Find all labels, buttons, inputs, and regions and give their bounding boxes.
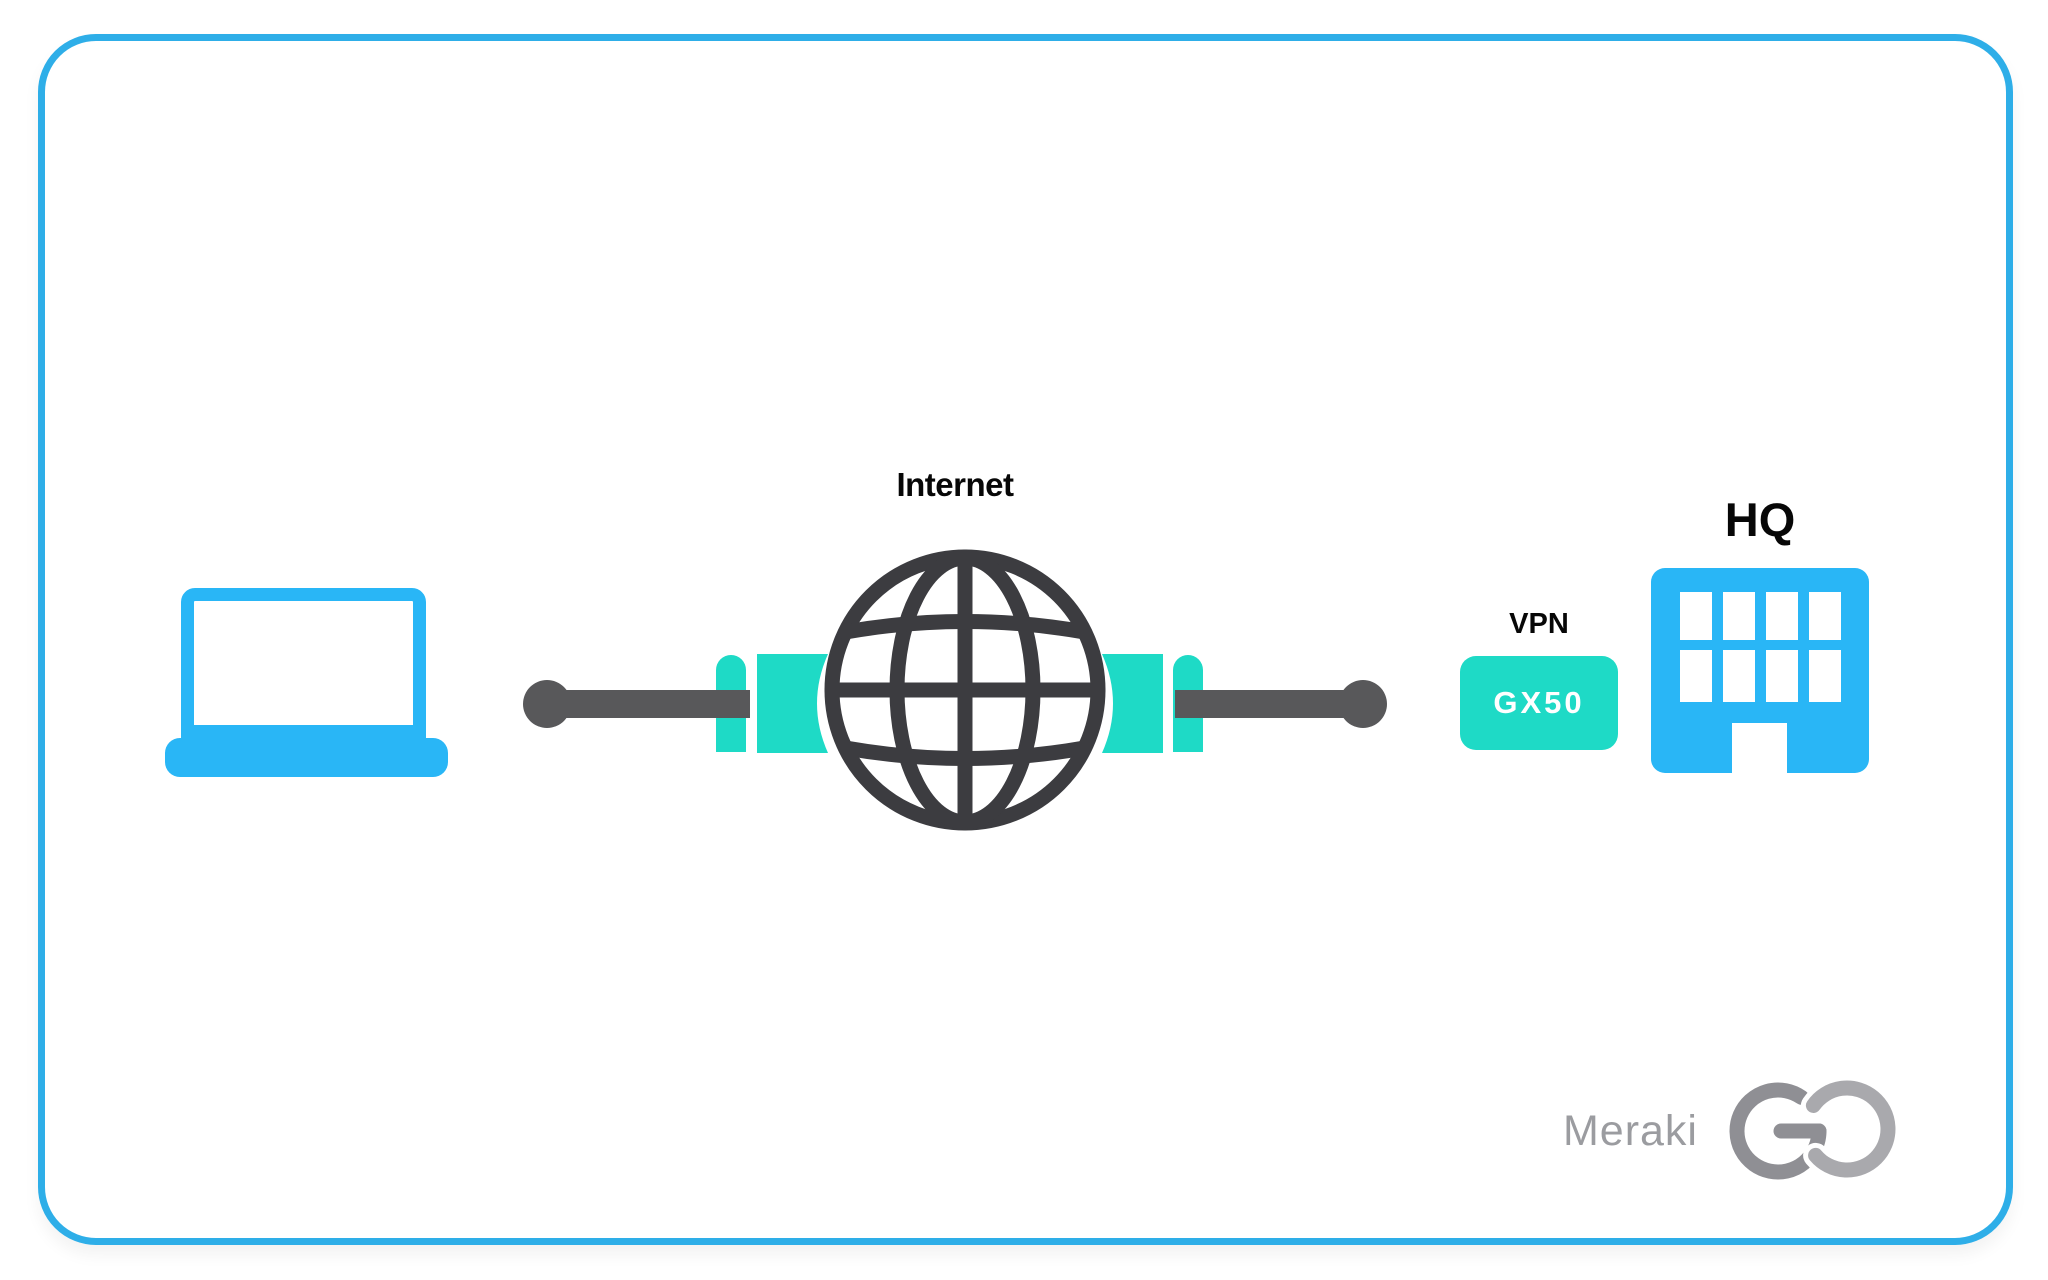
globe-icon	[824, 549, 1106, 831]
building-icon	[1651, 568, 1869, 773]
vpn-label: VPN	[1509, 608, 1569, 640]
vpn-gateway-box: GX50	[1460, 656, 1618, 750]
building-door	[1732, 723, 1787, 773]
tunnel-segment-icon-left	[757, 654, 828, 753]
building-window	[1723, 650, 1755, 702]
hq-label: HQ	[1724, 493, 1796, 546]
brand-logo: Meraki	[1530, 1076, 1900, 1186]
building-window	[1809, 592, 1841, 640]
meraki-wordmark: Meraki	[1562, 1106, 1698, 1155]
link-line-left	[547, 690, 750, 718]
laptop-base	[165, 738, 448, 777]
building-window	[1680, 650, 1712, 702]
vpn-tunnel-graphic	[523, 549, 1387, 831]
link-line-right	[1175, 690, 1363, 718]
internet-label: Internet	[896, 466, 1014, 503]
endpoint-dot-icon-right	[1339, 680, 1387, 728]
building-window	[1809, 650, 1841, 702]
go-logo-icon	[1729, 1076, 1900, 1183]
laptop-screen	[181, 588, 426, 738]
building-window	[1680, 592, 1712, 640]
border-frame	[38, 34, 2013, 1245]
building-window	[1766, 650, 1798, 702]
tunnel-segment-icon-right	[1102, 654, 1163, 753]
building-window	[1766, 592, 1798, 640]
building-window	[1723, 592, 1755, 640]
gateway-model-label: GX50	[1493, 685, 1585, 720]
